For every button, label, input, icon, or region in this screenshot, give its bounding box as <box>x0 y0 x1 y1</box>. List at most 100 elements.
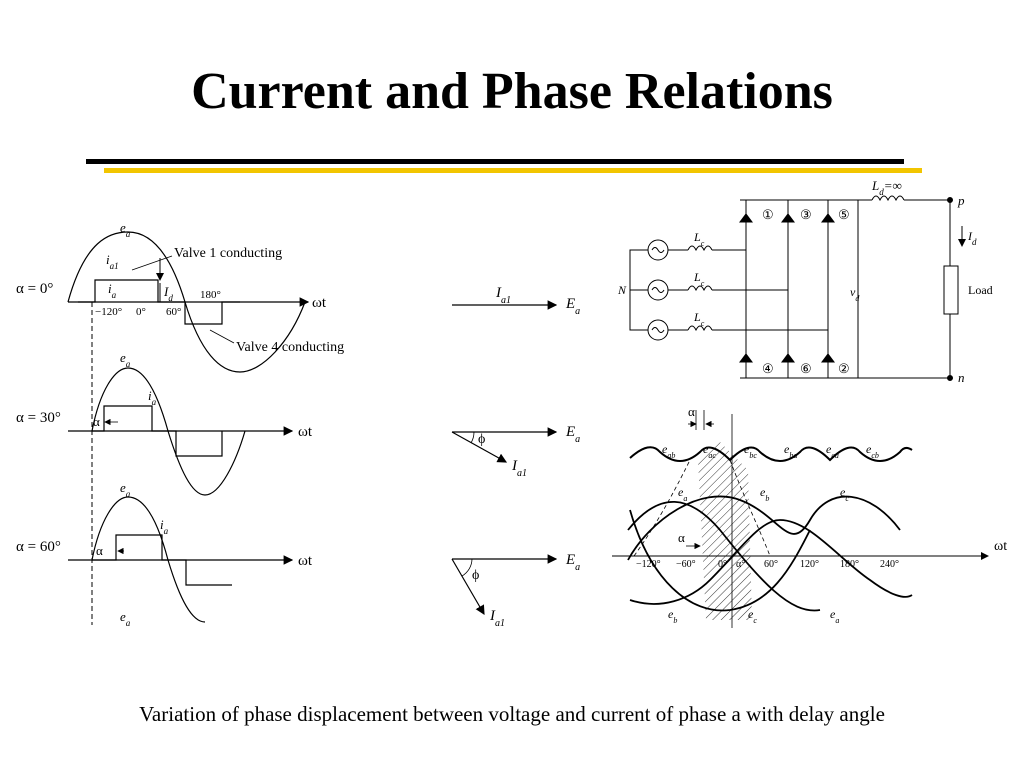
tick-label: 60° <box>764 559 778 570</box>
label-ec-upper: ec <box>840 485 849 503</box>
bridge-circuit <box>629 195 966 381</box>
valve-1-label: ① <box>762 207 774 222</box>
alpha-symbol: α <box>93 414 100 429</box>
label-eb-upper: eb <box>760 485 769 503</box>
valve4-leader <box>209 329 235 344</box>
valve-4-label: ④ <box>762 361 774 376</box>
ea-waveform <box>91 496 206 623</box>
alpha-label: α = 60° <box>16 539 61 555</box>
ea-label: ea <box>120 220 131 239</box>
sine-glyph-b <box>651 287 665 293</box>
valve-3-label: ③ <box>800 207 812 222</box>
id-label: Id <box>967 229 977 247</box>
dashed-guide-2 <box>729 459 771 557</box>
diode-1 <box>739 213 753 223</box>
ia1-label: Ia1 <box>511 458 527 479</box>
hatched-area <box>698 440 752 620</box>
phasor-alpha-30: ϕ Ea Ia1 <box>451 424 580 479</box>
ia-label: ia <box>148 388 157 407</box>
valve-5-label: ⑤ <box>838 207 850 222</box>
waveform-row-alpha-30: α = 30° ωt ea ia α <box>16 350 313 496</box>
ia1-phasor <box>451 558 485 616</box>
ld-label: Ld=∞ <box>871 178 902 197</box>
phasor-alpha-0: Ia1 Ea <box>452 285 580 317</box>
valve4-label: Valve 4 conducting <box>236 340 344 355</box>
waveform-row-alpha-60: α = 60° ωt ea ia α ea <box>16 480 313 628</box>
tick-minus120: −120° <box>95 306 122 318</box>
line-voltage-envelope <box>629 446 913 462</box>
neutral-label: N <box>617 283 627 297</box>
alpha-symbol: α <box>96 543 103 558</box>
diode-6 <box>781 353 795 363</box>
ia1-label: Ia1 <box>495 285 511 306</box>
vd-label: vd <box>850 285 860 303</box>
alpha-label: α = 0° <box>16 281 53 297</box>
title-underline-yellow <box>104 168 922 173</box>
phi-arc <box>461 558 473 577</box>
label-eca: eca <box>826 442 839 460</box>
lc-inductor-a <box>687 245 713 252</box>
tick-0: 0° <box>136 306 146 318</box>
diode-3 <box>781 213 795 223</box>
label-ec-lower: ec <box>748 607 757 625</box>
load-label: Load <box>968 283 993 297</box>
tick-label: α° <box>736 559 745 570</box>
ia-current-block <box>92 405 223 457</box>
slide-title: Current and Phase Relations <box>191 63 833 120</box>
phi-label: ϕ <box>472 568 479 583</box>
id-label: Id <box>163 284 173 303</box>
tick-60: 60° <box>166 306 181 318</box>
diode-4 <box>739 353 753 363</box>
ia-label: ia <box>160 517 169 536</box>
ea-label: Ea <box>565 424 580 445</box>
ia-current-block <box>78 279 240 325</box>
lc-label-c: Lc <box>693 310 705 328</box>
waveform-row-alpha-0: α = 0° ωt ea ia1 ia Id Valve 1 conductin… <box>16 220 344 373</box>
phase-lower-curve <box>629 509 811 612</box>
tick-label: −120° <box>636 559 661 570</box>
valve-6-label: ⑥ <box>800 361 812 376</box>
ea-label: Ea <box>565 552 580 573</box>
valve1-leader <box>131 255 173 271</box>
node-p <box>947 197 953 203</box>
slide-caption: Variation of phase displacement between … <box>139 702 885 726</box>
lc-label-b: Lc <box>693 270 705 288</box>
ia1-phasor <box>451 431 508 463</box>
phase-voltage-plot: ωt eab eac ebc eba eca ecb ea eb ec eb e… <box>612 404 1007 628</box>
waveform-panels: α = 0° ωt ea ia1 ia Id Valve 1 conductin… <box>16 220 344 628</box>
phi-arc <box>470 431 475 444</box>
alpha-label: α = 30° <box>16 410 61 426</box>
label-ea-lower: ea <box>830 607 839 625</box>
alpha-top-label: α <box>688 404 695 419</box>
circuit-labels: Ld=∞ p n Id Load N vd Lc Lc Lc ① ③ ⑤ ④ ⑥… <box>617 178 993 385</box>
wt-label: ωt <box>298 553 313 569</box>
dashed-guide-1 <box>633 459 691 557</box>
sine-glyph-a <box>651 247 665 253</box>
wt-label: ωt <box>298 424 313 440</box>
label-eac: eac <box>703 442 716 460</box>
phasor-diagrams: Ia1 Ea ϕ Ea Ia1 ϕ Ea Ia1 <box>451 285 580 629</box>
ea-label: ea <box>120 350 131 369</box>
ea-label: Ea <box>565 296 580 317</box>
ia1-label: ia1 <box>106 252 119 271</box>
label-eab: eab <box>662 442 675 460</box>
label-ecb: ecb <box>866 442 879 460</box>
tick-label: −60° <box>676 559 696 570</box>
phi-label: ϕ <box>478 432 485 447</box>
node-n <box>947 375 953 381</box>
phase-ec-curve <box>629 519 913 605</box>
sine-glyph-c <box>651 327 665 333</box>
label-eba: eba <box>784 442 797 460</box>
wt-label: ωt <box>994 539 1007 554</box>
label-eb-lower: eb <box>668 607 677 625</box>
ea-label-bottom: ea <box>120 609 131 628</box>
tick-label: 120° <box>800 559 819 570</box>
ia-current-block <box>92 534 232 586</box>
tick-180: 180° <box>200 289 221 301</box>
lc-label-a: Lc <box>693 230 705 248</box>
title-underline-black <box>86 159 904 164</box>
tick-label: 240° <box>880 559 899 570</box>
diode-2 <box>821 353 835 363</box>
lc-inductor-b <box>687 285 713 292</box>
figure-canvas: α = 0° ωt ea ia1 ia Id Valve 1 conductin… <box>16 178 1007 629</box>
